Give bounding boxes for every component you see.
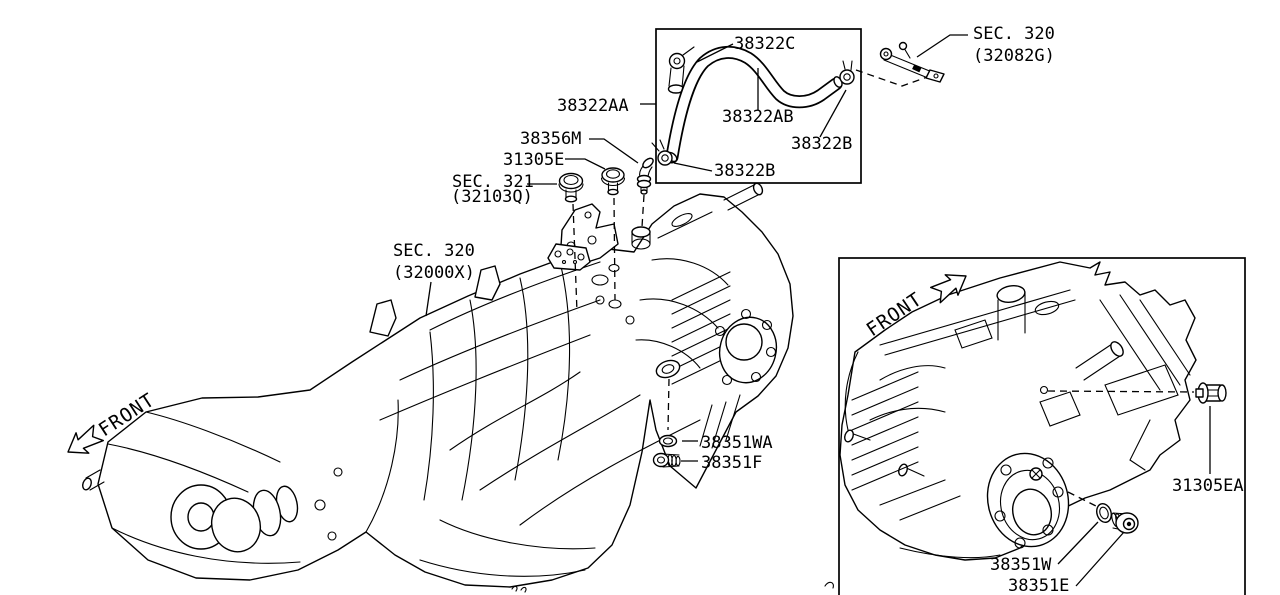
hose-clamp-bottom-icon bbox=[651, 139, 673, 166]
bottom-edge-marks bbox=[511, 581, 834, 593]
front-arrow-right-icon bbox=[930, 274, 967, 304]
sec320-32082g-bracket: SEC. 320 (32082G) bbox=[855, 24, 1055, 87]
callout-38322C: 38322C bbox=[734, 34, 795, 54]
breather-hose-box: 38322C 38322AB 38322B 38322B bbox=[640, 28, 862, 184]
breather-boss bbox=[631, 226, 651, 250]
38322ab-hose-icon bbox=[665, 46, 843, 164]
callout-38322AB: 38322AB bbox=[722, 107, 794, 127]
rear-unit-fins bbox=[851, 371, 961, 521]
transaxle-outline bbox=[97, 193, 794, 588]
transaxle-detail-lines bbox=[365, 182, 764, 577]
38351f-plug-icon bbox=[652, 452, 681, 468]
callout-sec321-line1: SEC. 321 bbox=[452, 172, 534, 192]
38351w-oring-icon bbox=[1067, 491, 1112, 523]
callout-38322AA: 38322AA bbox=[557, 96, 629, 116]
callout-31305EA: 31305EA bbox=[1172, 476, 1244, 496]
rear-output-flange bbox=[986, 452, 1070, 549]
31305ea-plug-icon: 31305EA bbox=[1039, 382, 1244, 496]
main-transaxle-drawing bbox=[82, 182, 834, 593]
rear-box-frame bbox=[838, 257, 1246, 595]
callout-sec320-32000x-line2: (32000X) bbox=[393, 263, 475, 283]
31305e-bolt-icon bbox=[600, 167, 626, 196]
left-callouts: 38356M 31305E SEC. 321 (32103Q) SEC. 320… bbox=[393, 129, 773, 473]
callout-sec320-32000x-line1: SEC. 320 bbox=[393, 241, 475, 261]
callout-38322B-right: 38322B bbox=[791, 134, 852, 154]
transaxle-rear-flange bbox=[714, 308, 778, 386]
callout-38322B-bottom: 38322B bbox=[714, 161, 775, 181]
callout-38356M: 38356M bbox=[520, 129, 581, 149]
callout-38351WA: 38351WA bbox=[701, 433, 773, 453]
38351wa-washer-icon bbox=[658, 434, 678, 448]
front-arrow-left-icon bbox=[67, 424, 104, 454]
dashed-leaders bbox=[572, 194, 670, 431]
callout-38351E: 38351E bbox=[1008, 576, 1069, 595]
callout-sec321-line2: (32103Q) bbox=[451, 187, 533, 207]
38356m-connector-icon bbox=[636, 157, 654, 195]
top-mounts bbox=[369, 203, 651, 337]
callout-31305E: 31305E bbox=[503, 150, 564, 170]
rear-drive-unit-box: 31305EA 38351W 38351E FRONT bbox=[838, 257, 1246, 595]
callout-38351F: 38351F bbox=[701, 453, 762, 473]
front-output-flange bbox=[82, 411, 343, 564]
drain-boss bbox=[655, 359, 681, 379]
detail-box-frame bbox=[655, 28, 862, 184]
38351e-plug-icon bbox=[1111, 512, 1139, 534]
sec321-bolt-icon bbox=[558, 172, 584, 203]
hose-clamp-right-icon bbox=[839, 60, 855, 85]
callout-sec320-32082g-line2: (32082G) bbox=[973, 46, 1055, 66]
callout-sec320-32082g-line1: SEC. 320 bbox=[973, 24, 1055, 44]
callout-38351W: 38351W bbox=[990, 555, 1052, 575]
rear-unit-outline bbox=[839, 261, 1197, 561]
